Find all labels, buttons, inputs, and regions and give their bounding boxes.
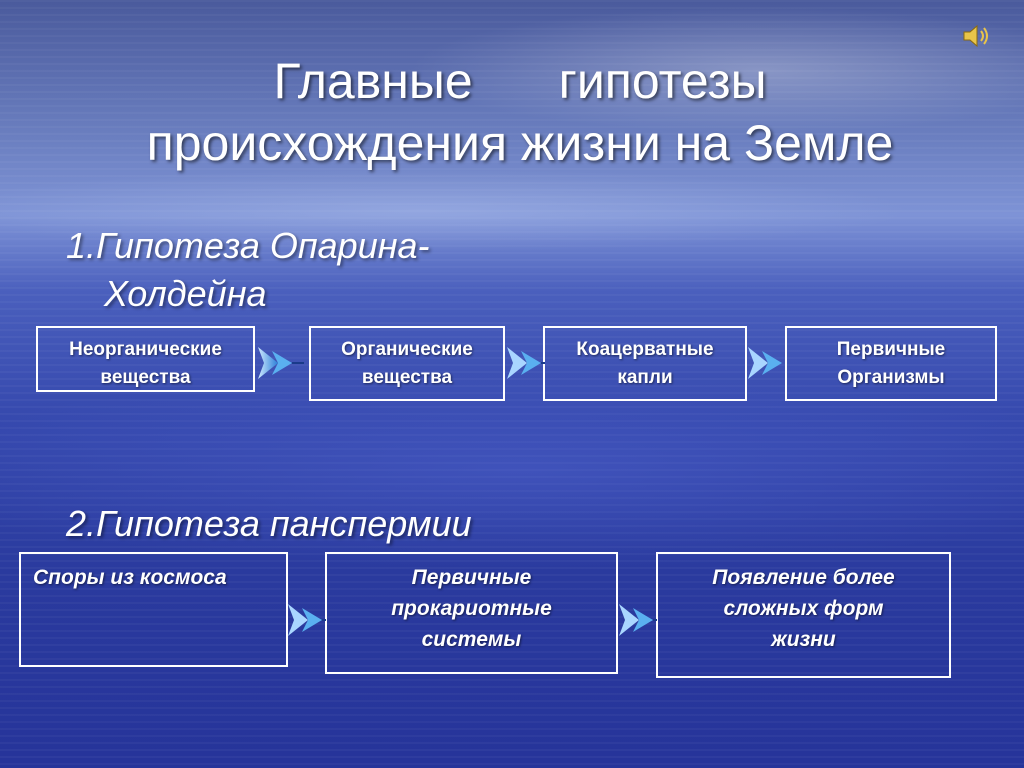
arrow-right-icon xyxy=(286,600,336,640)
step-spores-from-space: Споры из космоса xyxy=(19,552,288,667)
step-primary-organisms: Первичные Организмы xyxy=(785,326,997,401)
title-line-2: происхождения жизни на Земле xyxy=(146,115,894,171)
step-line: прокариотные xyxy=(391,597,552,620)
hypothesis1-heading-line1: 1.Гипотеза Опарина- xyxy=(66,225,430,266)
step-complex-life-forms: Появление более сложных форм жизни xyxy=(656,552,951,678)
step-inorganic-substances: Неорганические вещества xyxy=(36,326,255,392)
step-line: сложных форм xyxy=(723,597,884,620)
arrow-right-icon xyxy=(617,600,667,640)
step-line: вещества xyxy=(100,367,191,388)
title-word-main: Главные xyxy=(273,53,473,109)
step-line: Первичные xyxy=(836,339,946,360)
step-line: Споры из космоса xyxy=(33,566,227,589)
step-line: капли xyxy=(617,367,673,388)
hypothesis1-heading-line2: Холдейна xyxy=(104,273,267,314)
step-line: Неорганические xyxy=(69,339,222,360)
step-line: Коацерватные xyxy=(576,339,714,360)
step-line: системы xyxy=(421,628,522,651)
arrow-right-icon xyxy=(505,343,555,383)
hypothesis2-heading: 2.Гипотеза панспермии xyxy=(66,503,472,544)
hypothesis1-heading: 1.Гипотеза Опарина- Холдейна xyxy=(66,222,430,318)
slide-title: Главные гипотезы происхождения жизни на З… xyxy=(60,50,980,174)
title-word-hypotheses: гипотезы xyxy=(558,53,767,109)
step-coacervate-drops: Коацерватные капли xyxy=(543,326,747,401)
step-line: вещества xyxy=(361,367,453,388)
step-primary-prokaryotic-systems: Первичные прокариотные системы xyxy=(325,552,618,674)
step-line: жизни xyxy=(771,628,836,651)
step-line: Организмы xyxy=(837,367,945,388)
step-line: Первичные xyxy=(411,566,532,589)
step-line: Органические xyxy=(341,339,473,360)
speaker-icon[interactable] xyxy=(960,20,992,52)
arrow-right-icon xyxy=(746,343,796,383)
step-organic-substances: Органические вещества xyxy=(309,326,505,401)
arrow-right-icon xyxy=(256,343,306,383)
step-line: Появление более xyxy=(712,566,895,589)
